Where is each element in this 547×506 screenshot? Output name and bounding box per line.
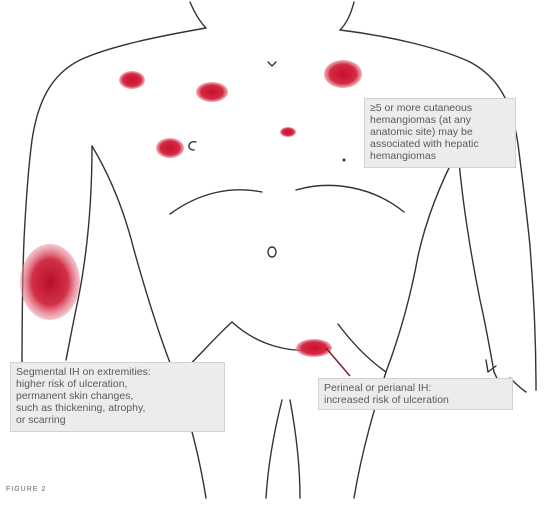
neck-right [340, 2, 354, 30]
lesion-mid-right [280, 127, 296, 137]
torso-left [92, 146, 206, 498]
lesion-upper-center [196, 82, 228, 102]
lesion-mid-left [156, 138, 184, 158]
callout-hepatic-line-3: anatomic site) may be [370, 126, 510, 138]
callout-segmental-line-5: or scarring [16, 414, 219, 426]
navel [268, 247, 276, 257]
callout-segmental-line-4: such as thickening, atrophy, [16, 402, 219, 414]
callout-perineal-line-1: Perineal or perianal IH: [324, 382, 507, 394]
right-thumb [486, 360, 496, 372]
neck-left [190, 2, 206, 28]
callout-segmental-line-1: Segmental IH on extremities: [16, 366, 219, 378]
callout-segmental-line-3: permanent skin changes, [16, 390, 219, 402]
callout-perineal-ih: Perineal or perianal IH: increased risk … [318, 378, 513, 410]
chest-right [296, 185, 404, 212]
left-arm-outer [22, 240, 24, 372]
lesion-upper-left [119, 71, 145, 89]
chest-left [170, 190, 262, 214]
left-nipple-mark [189, 142, 196, 150]
lesion-arm-segmental [20, 244, 80, 320]
callout-hepatic-line-1: ≥5 or more cutaneous [370, 102, 510, 114]
perineal-pointer-line [326, 348, 350, 376]
callout-hepatic-line-5: hemangiomas [370, 150, 510, 162]
lesion-upper-right [324, 60, 362, 88]
figure-label: FIGURE 2 [6, 486, 46, 493]
callout-segmental-ih: Segmental IH on extremities: higher risk… [10, 362, 225, 432]
sternum-mark [268, 62, 276, 66]
left-arm-inner [66, 146, 92, 360]
inner-left-leg [266, 400, 282, 498]
right-nipple-mark [343, 159, 345, 161]
hemangioma-lesions [20, 60, 362, 357]
inner-right-leg [290, 400, 300, 498]
callout-hepatic-hemangiomas: ≥5 or more cutaneous hemangiomas (at any… [364, 98, 516, 168]
torso-right [354, 150, 458, 498]
callout-hepatic-line-2: hemangiomas (at any [370, 114, 510, 126]
callout-hepatic-line-4: associated with hepatic [370, 138, 510, 150]
callout-segmental-line-2: higher risk of ulceration, [16, 378, 219, 390]
callout-perineal-line-2: increased risk of ulceration [324, 394, 507, 406]
right-arm-outer [530, 246, 536, 390]
right-hip [338, 324, 386, 372]
right-arm-inner [458, 150, 494, 372]
